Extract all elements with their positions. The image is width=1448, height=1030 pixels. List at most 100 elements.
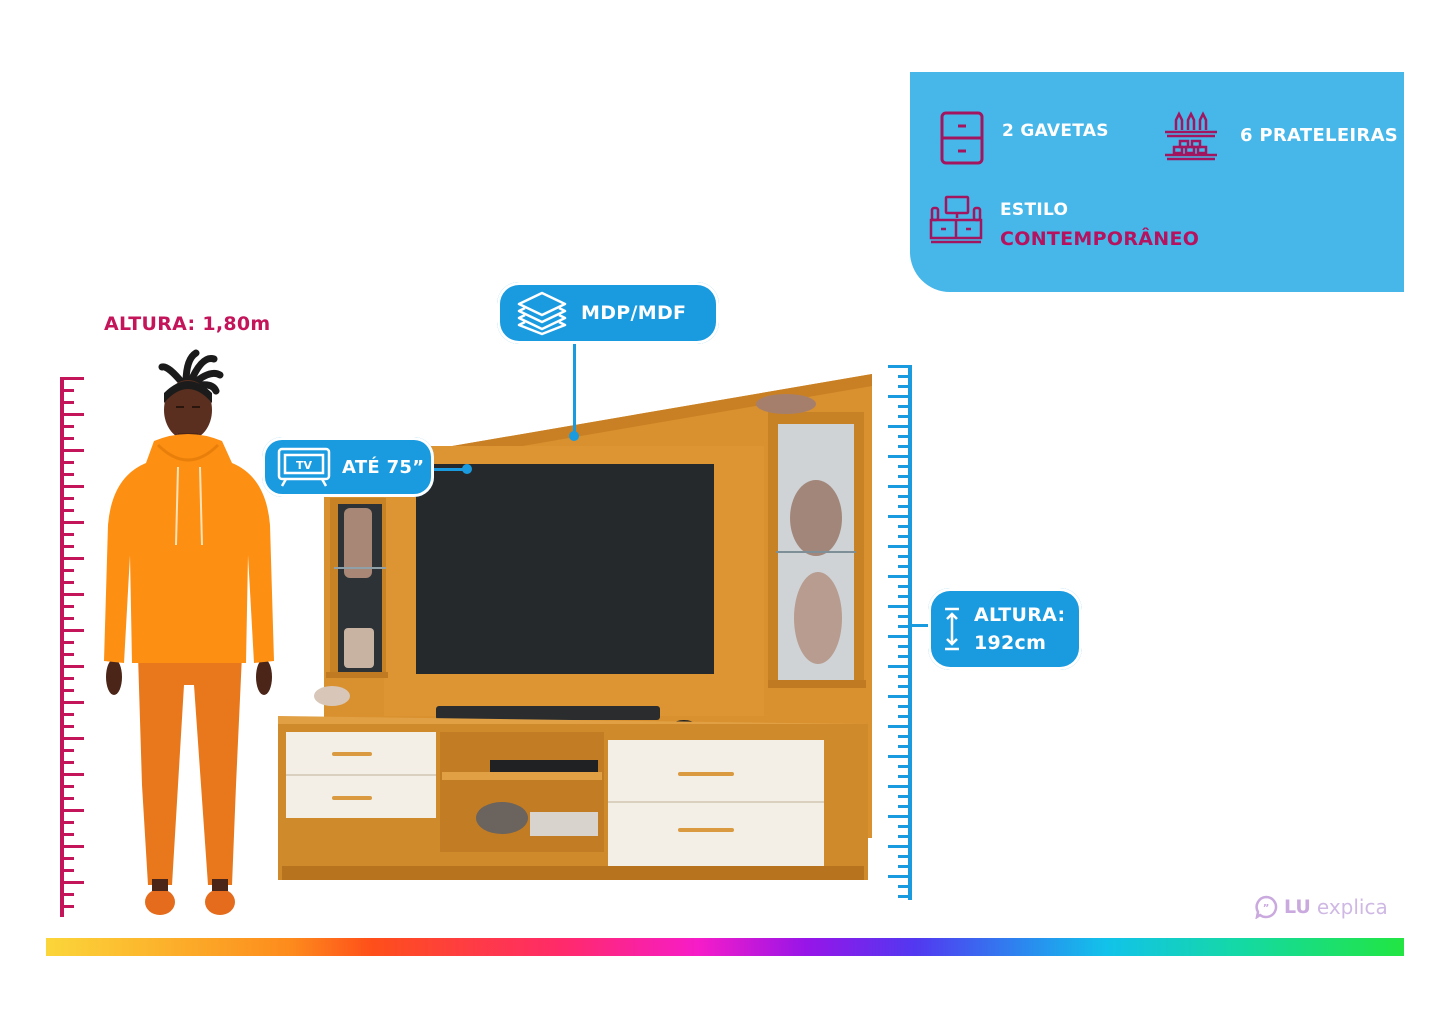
ruler-tick [898, 375, 912, 378]
person-height-label: ALTURA: 1,80m [104, 313, 271, 335]
material-connector-dot [569, 431, 579, 441]
ruler-tick [60, 581, 74, 584]
feature-style: ESTILO CONTEMPORÂNEO [928, 194, 1199, 250]
ruler-tick [60, 641, 74, 644]
ruler-tick [60, 881, 84, 884]
ruler-tick [60, 605, 74, 608]
ruler-tick [898, 865, 912, 868]
ruler-tick [898, 615, 912, 618]
ruler-tick [60, 545, 74, 548]
material-connector [573, 344, 576, 434]
ruler-tick [60, 737, 84, 740]
ruler-tick [898, 745, 912, 748]
ruler-tick [60, 569, 74, 572]
ruler-tick [60, 701, 84, 704]
ruler-tick [888, 815, 912, 818]
ruler-tick [898, 775, 912, 778]
ruler-tick [888, 755, 912, 758]
ruler-tick [60, 809, 84, 812]
brand-logo: ” LU explica [1254, 895, 1388, 919]
ruler-tick [60, 389, 74, 392]
ruler-tick [898, 895, 912, 898]
ruler-tick [60, 857, 74, 860]
ruler-tick [898, 385, 912, 388]
ruler-tick [898, 715, 912, 718]
feature-drawers: 2 GAVETAS [938, 110, 1109, 166]
ruler-tick [60, 521, 84, 524]
ruler-tick [60, 461, 74, 464]
ruler-tick [898, 835, 912, 838]
ruler-tick [898, 705, 912, 708]
layers-icon [517, 291, 567, 336]
ruler-tick [60, 833, 74, 836]
ruler-tick [898, 445, 912, 448]
ruler-tick [898, 805, 912, 808]
ruler-tick [888, 395, 912, 398]
ruler-tick [888, 635, 912, 638]
ruler-tick [898, 685, 912, 688]
tv-stand-icon [929, 195, 983, 244]
ruler-tick [888, 845, 912, 848]
rainbow-divider [46, 938, 1404, 956]
ruler-tick [60, 473, 74, 476]
svg-text:TV: TV [296, 459, 313, 472]
ruler-tick [898, 555, 912, 558]
ruler-tick [888, 455, 912, 458]
ruler-tick [60, 377, 84, 380]
feature-drawers-label: 2 GAVETAS [1002, 121, 1109, 141]
tv-icon: TV [277, 447, 331, 487]
ruler-tick [898, 585, 912, 588]
ruler-tick [898, 525, 912, 528]
ruler-tick [888, 605, 912, 608]
ruler-tick [898, 655, 912, 658]
ruler-tick [898, 625, 912, 628]
ruler-tick [60, 653, 74, 656]
ruler-tick [60, 497, 74, 500]
ruler-tick [898, 595, 912, 598]
ruler-tick [60, 761, 74, 764]
ruler-tick [888, 785, 912, 788]
ruler-tick [60, 533, 74, 536]
ruler-tick [60, 773, 84, 776]
height-label-line2: 192cm [974, 632, 1047, 654]
tv-size-callout: TV ATÉ 75” [262, 437, 434, 497]
height-connector [910, 624, 930, 627]
ruler-tick [898, 495, 912, 498]
feature-shelves-label: 6 PRATELEIRAS [1240, 124, 1399, 146]
feature-style-label-line2: CONTEMPORÂNEO [1000, 228, 1200, 250]
ruler-tick [888, 545, 912, 548]
ruler-tick [60, 797, 74, 800]
ruler-tick [888, 485, 912, 488]
ruler-tick [898, 435, 912, 438]
features-panel: 2 GAVETAS 6 PRATELEIRAS [910, 72, 1404, 292]
ruler-tick [898, 735, 912, 738]
ruler-tick [888, 665, 912, 668]
ruler-tick [898, 535, 912, 538]
ruler-tick [60, 509, 74, 512]
person-height-ruler [60, 377, 86, 917]
ruler-tick [60, 593, 84, 596]
ruler-tick [60, 617, 74, 620]
ruler-tick [888, 425, 912, 428]
ruler-tick [60, 557, 84, 560]
ruler-tick [60, 401, 74, 404]
material-label: MDP/MDF [581, 302, 687, 324]
brand-name-light: explica [1316, 895, 1388, 919]
material-callout: MDP/MDF [497, 282, 719, 344]
shelves-icon [1165, 111, 1217, 161]
ruler-tick [898, 405, 912, 408]
ruler-tick [60, 425, 74, 428]
ruler-tick [898, 885, 912, 888]
brand-name-bold: LU [1284, 896, 1311, 918]
ruler-tick [60, 785, 74, 788]
ruler-tick [60, 869, 74, 872]
person-illustration [104, 349, 274, 915]
tv-size-label: ATÉ 75” [342, 456, 425, 478]
ruler-tick [60, 629, 84, 632]
svg-text:”: ” [1263, 903, 1270, 914]
ruler-tick [60, 893, 74, 896]
ruler-tick [888, 695, 912, 698]
ruler-tick [898, 505, 912, 508]
ruler-tick [898, 645, 912, 648]
ruler-tick [898, 765, 912, 768]
